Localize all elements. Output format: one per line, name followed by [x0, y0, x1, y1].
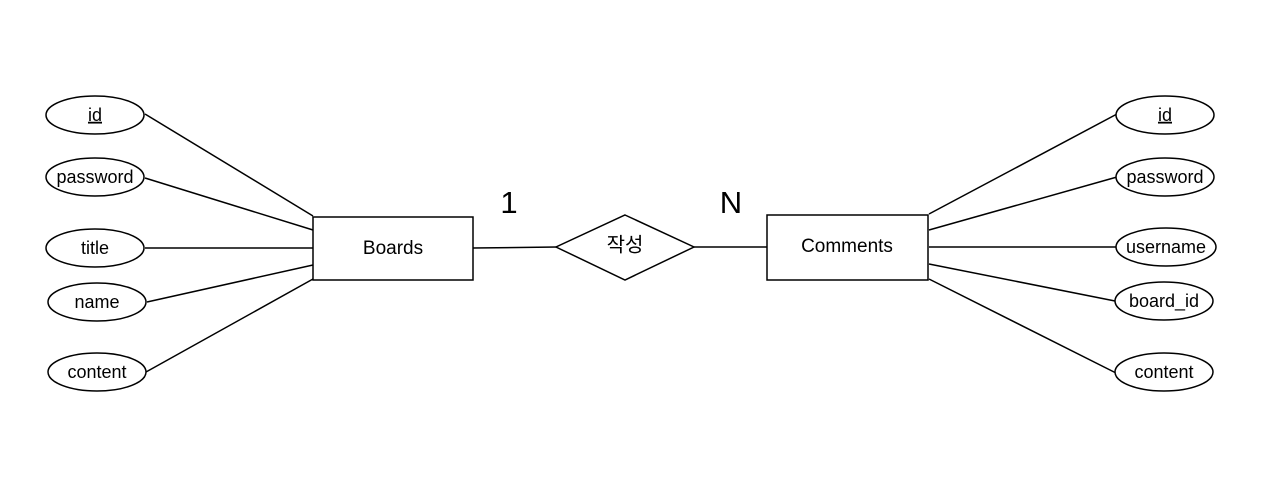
attribute-comments-id-label: id	[1158, 105, 1172, 125]
cardinality-one: 1	[500, 185, 517, 220]
edge-comments-content	[928, 278, 1117, 374]
edge-comments-id	[928, 113, 1118, 215]
cardinality-many: N	[720, 185, 742, 220]
edge-boards-relationship	[472, 246, 558, 249]
attribute-boards-id-label: id	[88, 105, 102, 125]
relationship-label: 작성	[607, 233, 644, 256]
attribute-comments-board-id-label: board_id	[1129, 291, 1199, 312]
entity-boards-label: Boards	[363, 238, 423, 259]
attribute-boards-password-label: password	[56, 167, 133, 187]
edge-comments-password	[928, 176, 1118, 231]
attribute-boards-title-label: title	[81, 238, 109, 258]
edge-boards-name	[146, 264, 314, 303]
attribute-boards-password: password	[45, 157, 145, 197]
attribute-comments-id: id	[1115, 95, 1215, 135]
attribute-comments-password-label: password	[1126, 167, 1203, 187]
edge-comments-board-id	[928, 263, 1116, 302]
entity-boards: Boards	[312, 216, 474, 281]
attribute-boards-title: title	[45, 228, 145, 268]
attribute-boards-content-label: content	[67, 362, 126, 382]
attribute-boards-id: id	[45, 95, 145, 135]
attribute-comments-password: password	[1115, 157, 1215, 197]
entity-comments-label: Comments	[801, 236, 893, 257]
edge-boards-password	[144, 177, 314, 231]
edge-boards-id	[144, 113, 314, 217]
attribute-comments-board-id: board_id	[1114, 281, 1214, 321]
edge-boards-content	[145, 278, 314, 373]
attribute-boards-content: content	[47, 352, 147, 392]
attribute-comments-content: content	[1114, 352, 1214, 392]
entity-comments: Comments	[766, 214, 929, 281]
attribute-boards-name: name	[47, 282, 147, 322]
attribute-comments-content-label: content	[1134, 362, 1193, 382]
relationship-diamond: 작성	[554, 214, 696, 281]
attribute-comments-username: username	[1115, 227, 1217, 267]
attribute-boards-name-label: name	[74, 292, 119, 312]
attribute-comments-username-label: username	[1126, 237, 1206, 257]
